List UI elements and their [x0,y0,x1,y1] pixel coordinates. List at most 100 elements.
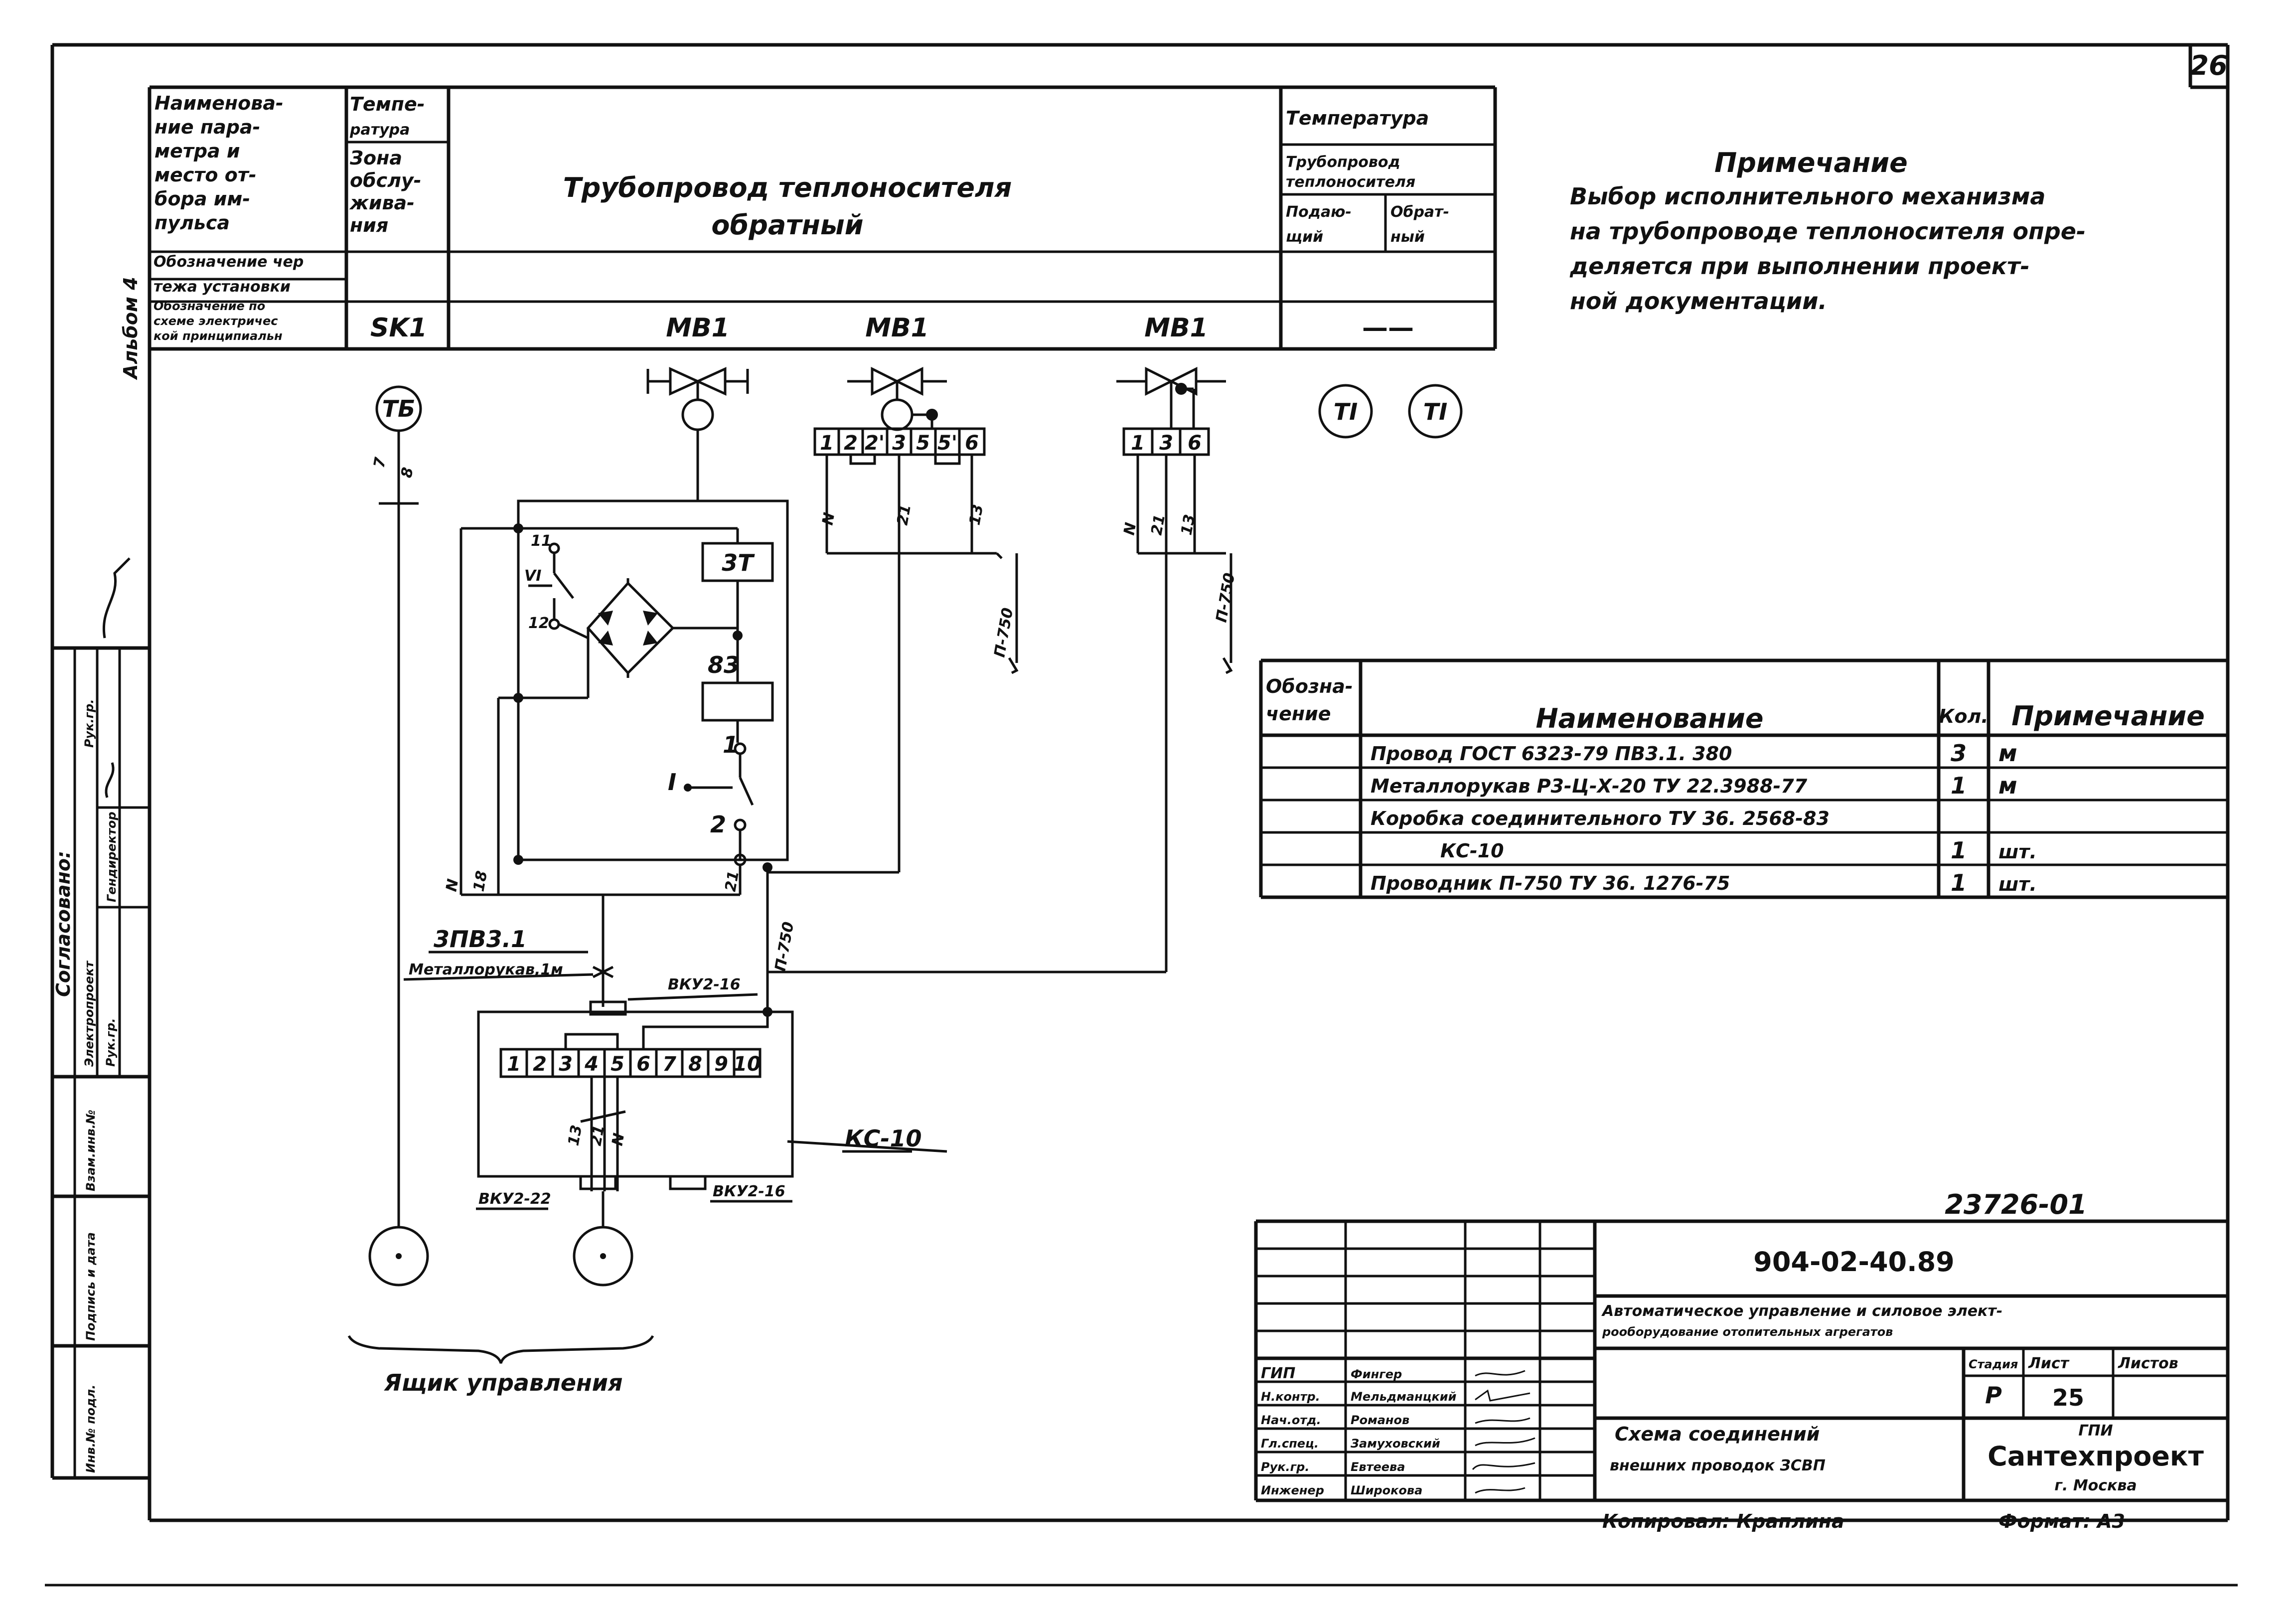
wire-n-mid: N [819,511,838,527]
role-5: Инженер [1261,1483,1324,1497]
wire-18-module: 18 [470,869,491,893]
role-2-name: Романов [1351,1413,1409,1427]
approval-row1-a: Электропроект [82,960,96,1067]
sensor-ti-1: ТI [1318,384,1373,439]
box-wire-21: 21 [587,1124,608,1147]
spec-row-4-qty: 1 [1951,869,1967,896]
signature-2 [1475,1417,1531,1424]
terminal-strip-mid: 1 2 2' 3 5 5' 6 N 21 13 П-750 [813,427,1019,872]
signature-1 [1475,1389,1531,1402]
note-line-2: деляется при выполнении проект- [1569,253,2030,280]
signature-5 [1475,1487,1526,1494]
scheme-designation-label-0: Обозначение по [153,299,265,313]
sensor-tb-label: ТБ [382,395,415,422]
stage-value: Р [1985,1382,2002,1409]
box-term-10: 10 [733,1053,761,1076]
spec-table: Обозна- чение Наименование Кол. Примечан… [1259,658,2228,899]
mb1-tag-3: МВ1 [1144,313,1208,343]
param-label-3: место от- [154,164,257,186]
role-1-name: Мельдманцкий [1351,1390,1457,1404]
temp-label-1: ратура [349,121,410,139]
spec-row-1-name: Металлорукав Р3-Ц-Х-20 ТУ 22.3988-77 [1371,775,1808,797]
box-term-3: 3 [559,1053,573,1076]
spec-row-0-name: Провод ГОСТ 6323-79 ПВ3.1. 380 [1371,743,1732,765]
strip-mid-term-3: 3 [892,432,906,455]
copied-by: Копировал: Краплина [1602,1510,1844,1532]
wire-21-right: 21 [1148,513,1169,536]
role-0: ГИП [1261,1365,1295,1382]
org-line-1: Сантехпроект [1988,1441,2204,1472]
role-0-name: Фингер [1351,1367,1402,1381]
strip-right-term-6: 6 [1188,432,1202,455]
right-return-label-0: Обрат- [1390,203,1449,221]
org-line-2: г. Москва [2054,1477,2137,1494]
signature-4 [1472,1462,1535,1470]
control-box: Ящик управления [347,1191,654,1396]
box-term-9: 9 [714,1053,728,1076]
cable-3pv31: 3ПВ3.1 [434,926,527,953]
sheet-value: 25 [2052,1384,2084,1411]
sensor-tb: ТБ 7 8 [370,385,422,1226]
empty-tag-dash: —— [1362,313,1414,343]
zone-label-3: ния [350,214,388,236]
contact-i: I [668,769,676,796]
role-2: Нач.отд. [1261,1413,1321,1427]
box-term-7: 7 [662,1053,676,1076]
wire-n-right: N [1120,521,1140,537]
title-block: 23726-01 904-02-40.89 Автоматическое упр… [1254,1189,2228,1532]
box-term-4: 4 [584,1053,599,1076]
spec-col-designation-0: Обозна- [1266,675,1353,697]
strip-mid-term-1: 1 [820,432,834,455]
wire-8-label: 8 [398,466,417,480]
term-12: 12 [528,615,549,632]
right-supply-label-0: Подаю- [1286,203,1352,221]
sensor-ti-2: ТI [1408,384,1463,439]
param-label-0: Наименова- [154,92,284,114]
note-line-1: на трубопроводе теплоносителя опре- [1570,218,2086,245]
approval-row1-b: Рук.гр. [104,1018,118,1067]
drawing-designation-label-0: Обозначение чер [153,253,304,271]
box-kc10-label: КС-10 [845,1125,921,1152]
gland-vku2-16-top: ВКУ2-16 [668,976,741,993]
right-supply-label-1: щий [1286,228,1323,246]
mb1-tag-2: МВ1 [865,313,929,343]
valve-mb1-1 [646,367,749,501]
note-title: Примечание [1714,147,1908,178]
cable-p750-mid: П-750 [991,607,1017,659]
note-line-3: ной документации. [1570,288,1827,315]
term-11: 11 [531,532,552,550]
org-line-0: ГПИ [2078,1422,2113,1440]
role-4: Рук.гр. [1261,1460,1309,1474]
relay-module: 11 VI 12 3Т [443,499,797,973]
term-2: 2 [710,811,726,838]
strip-mid-term-5p: 5' [937,432,957,455]
control-box-label: Ящик управления [383,1369,622,1396]
cable-p750-module: П-750 [771,921,797,973]
header-table: Наименова- ние пара- метра и место от- б… [150,85,1497,351]
approval-signature-2 [105,762,115,798]
right-pipe-label-0: Трубопровод [1286,154,1400,171]
temp-label-0: Темпе- [350,93,425,115]
spec-col-qty: Кол. [1939,705,1988,727]
mb1-tag-1: МВ1 [666,313,730,343]
valve-mb1-3 [1116,366,1226,429]
format-label: Формат: А3 [1998,1510,2125,1532]
sensor-ti-1-label: ТI [1334,398,1358,425]
approval-row2-b: Рук.гр. [82,699,96,748]
spec-col-note: Примечание [2011,700,2205,732]
role-5-name: Широкова [1351,1483,1422,1497]
junction-box-kc10: 1 2 3 4 5 6 7 8 9 10 13 21 N КС-10 [476,972,947,1210]
approval-strip: Согласовано: Электропроект Рук.гр. Генди… [52,557,150,1480]
gland-vku2-16-bottom: ВКУ2-16 [713,1183,785,1200]
spec-row-3-qty: 1 [1951,837,1967,864]
spec-row-2-name: Коробка соединительного ТУ 36. 2568-83 [1371,808,1830,829]
relay-3t: 3Т [722,549,755,576]
signature-3 [1475,1437,1535,1447]
cable-p750-right: П-750 [1213,572,1238,624]
spec-row-0-note: м [1998,740,2017,767]
box-wire-13: 13 [565,1124,586,1147]
schematic: ТБ 7 8 [347,366,1463,1396]
sk1-tag: SK1 [370,313,427,343]
side-label-inventory: Инв.№ подл. [84,1385,98,1473]
